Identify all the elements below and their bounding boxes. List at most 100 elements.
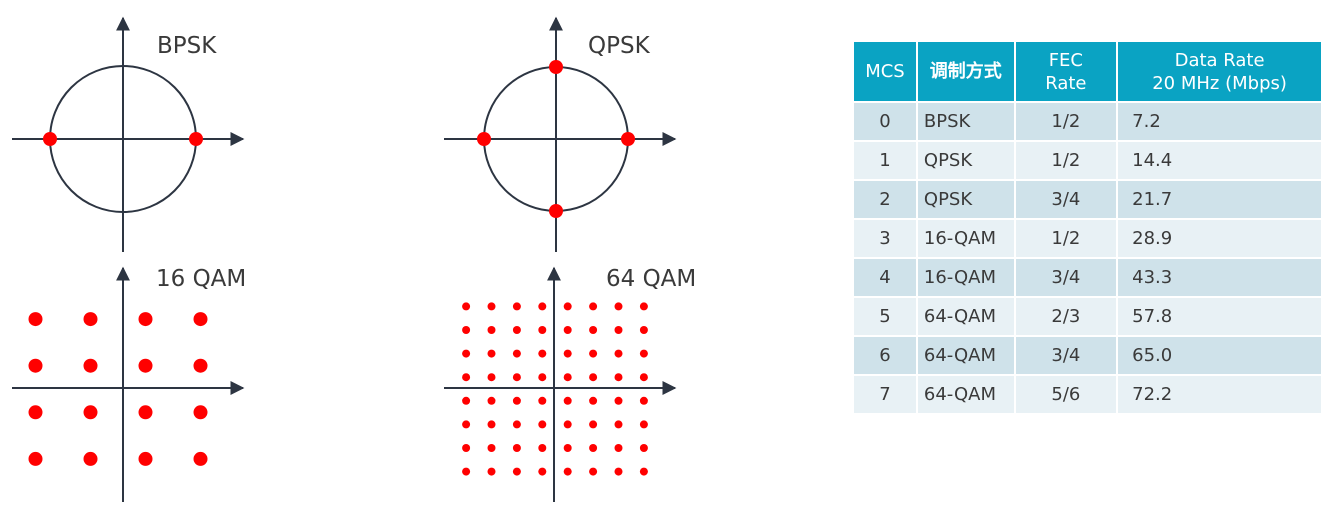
cell-mcs: 7 bbox=[854, 376, 916, 413]
cell-modulation: 16-QAM bbox=[917, 220, 1014, 257]
qam64-label: 64 QAM bbox=[606, 266, 696, 292]
qam64-symbol-point bbox=[462, 467, 471, 476]
qam64-symbol-point bbox=[614, 373, 623, 382]
cell-fec-rate: 5/6 bbox=[1015, 376, 1117, 413]
qam64-symbol-point bbox=[538, 373, 547, 382]
qam64-symbol-point bbox=[462, 302, 471, 311]
header-fec-rate: FEC Rate bbox=[1015, 42, 1117, 101]
cell-data-rate: 57.8 bbox=[1118, 298, 1321, 335]
qam64-symbol-point bbox=[487, 302, 496, 311]
qam64-symbol-point bbox=[487, 326, 496, 334]
cell-mcs: 1 bbox=[854, 142, 916, 179]
qam16-symbol-point bbox=[28, 358, 43, 373]
cell-modulation: 16-QAM bbox=[917, 259, 1014, 296]
qam64-symbol-point bbox=[487, 420, 496, 429]
qam64-symbol-point bbox=[563, 420, 572, 429]
qam64-symbol-point bbox=[487, 349, 496, 358]
qam64-symbol-point bbox=[487, 396, 496, 405]
cell-data-rate: 65.0 bbox=[1118, 337, 1321, 374]
qam64-symbol-point bbox=[462, 373, 471, 382]
qam16-symbol-point bbox=[83, 312, 98, 327]
qam64-symbol-point bbox=[614, 444, 623, 452]
qam16-symbol-point bbox=[138, 405, 153, 420]
qpsk-symbol-point bbox=[549, 204, 563, 218]
qam64-symbol-point bbox=[614, 326, 623, 334]
qam16-symbol-point bbox=[193, 451, 208, 466]
qam16-symbol-point bbox=[138, 451, 153, 466]
qpsk-symbol-point bbox=[621, 132, 635, 146]
qam64-symbol-point bbox=[639, 467, 648, 476]
qam64-symbol-point bbox=[563, 396, 572, 405]
cell-mcs: 0 bbox=[854, 103, 916, 140]
qam64-symbol-point bbox=[589, 349, 598, 358]
qam64-symbol-point bbox=[614, 420, 623, 429]
cell-mcs: 4 bbox=[854, 259, 916, 296]
qam64-symbol-point bbox=[512, 302, 521, 311]
qam64-symbol-point bbox=[462, 420, 471, 429]
qam64-symbol-point bbox=[639, 373, 648, 382]
qam64-symbol-point bbox=[614, 349, 623, 358]
cell-data-rate: 28.9 bbox=[1118, 220, 1321, 257]
qam64-symbol-point bbox=[589, 373, 598, 382]
qam64-symbol-point bbox=[639, 302, 648, 311]
qam16-symbol-point bbox=[138, 358, 153, 373]
qam64-symbol-point bbox=[462, 326, 471, 334]
cell-data-rate: 7.2 bbox=[1118, 103, 1321, 140]
cell-mcs: 2 bbox=[854, 181, 916, 218]
qam64-symbol-point bbox=[589, 396, 598, 405]
header-data-rate: Data Rate 20 MHz (Mbps) bbox=[1118, 42, 1321, 101]
qam64-symbol-point bbox=[589, 420, 598, 429]
qam64-symbol-point bbox=[614, 467, 623, 476]
qam64-symbol-point bbox=[538, 349, 547, 358]
header-fec-line2: Rate bbox=[1045, 72, 1087, 94]
qpsk-symbol-point bbox=[549, 60, 563, 74]
qam64-symbol-point bbox=[538, 420, 547, 429]
cell-fec-rate: 1/2 bbox=[1015, 103, 1117, 140]
cell-fec-rate: 3/4 bbox=[1015, 259, 1117, 296]
qam64-symbol-point bbox=[538, 444, 547, 452]
cell-fec-rate: 3/4 bbox=[1015, 337, 1117, 374]
qam64-symbol-point bbox=[512, 467, 521, 476]
qam64-symbol-point bbox=[462, 444, 471, 452]
cell-mcs: 5 bbox=[854, 298, 916, 335]
qam64-symbol-point bbox=[563, 467, 572, 476]
header-fec-line1: FEC bbox=[1048, 49, 1083, 71]
qam64-symbol-point bbox=[512, 420, 521, 429]
qam16-symbol-point bbox=[28, 405, 43, 420]
qam64-symbol-point bbox=[487, 444, 496, 452]
cell-data-rate: 14.4 bbox=[1118, 142, 1321, 179]
qam16-symbol-point bbox=[138, 312, 153, 327]
qpsk-symbol-point bbox=[477, 132, 491, 146]
bpsk-diagram: BPSK bbox=[12, 16, 245, 252]
qam64-symbol-point bbox=[589, 444, 598, 452]
cell-data-rate: 72.2 bbox=[1118, 376, 1321, 413]
bpsk-symbol-point bbox=[189, 132, 203, 146]
qam16-symbol-point bbox=[28, 312, 43, 327]
qpsk-label: QPSK bbox=[588, 33, 651, 59]
qam64-symbol-point bbox=[639, 349, 648, 358]
constellation-diagrams: BPSK QPSK 16 QAM 64 QAM bbox=[12, 16, 696, 502]
qam64-symbol-point bbox=[462, 349, 471, 358]
qam64-symbol-point bbox=[512, 444, 521, 452]
qam16-symbol-point bbox=[193, 405, 208, 420]
qam16-points bbox=[28, 312, 208, 466]
qam16-symbol-point bbox=[83, 405, 98, 420]
qam64-symbol-point bbox=[512, 349, 521, 358]
qam64-symbol-point bbox=[639, 326, 648, 334]
qam64-points bbox=[462, 302, 648, 476]
qpsk-diagram: QPSK bbox=[444, 16, 677, 252]
mcs-table-header: MCS 调制方式 FEC Rate Data Rate 20 MHz (Mbps… bbox=[854, 42, 1321, 101]
cell-modulation: 64-QAM bbox=[917, 337, 1014, 374]
cell-modulation: QPSK bbox=[917, 142, 1014, 179]
qam64-symbol-point bbox=[512, 373, 521, 382]
qam64-symbol-point bbox=[487, 467, 496, 476]
qam16-diagram: 16 QAM bbox=[12, 266, 246, 502]
cell-mcs: 6 bbox=[854, 337, 916, 374]
